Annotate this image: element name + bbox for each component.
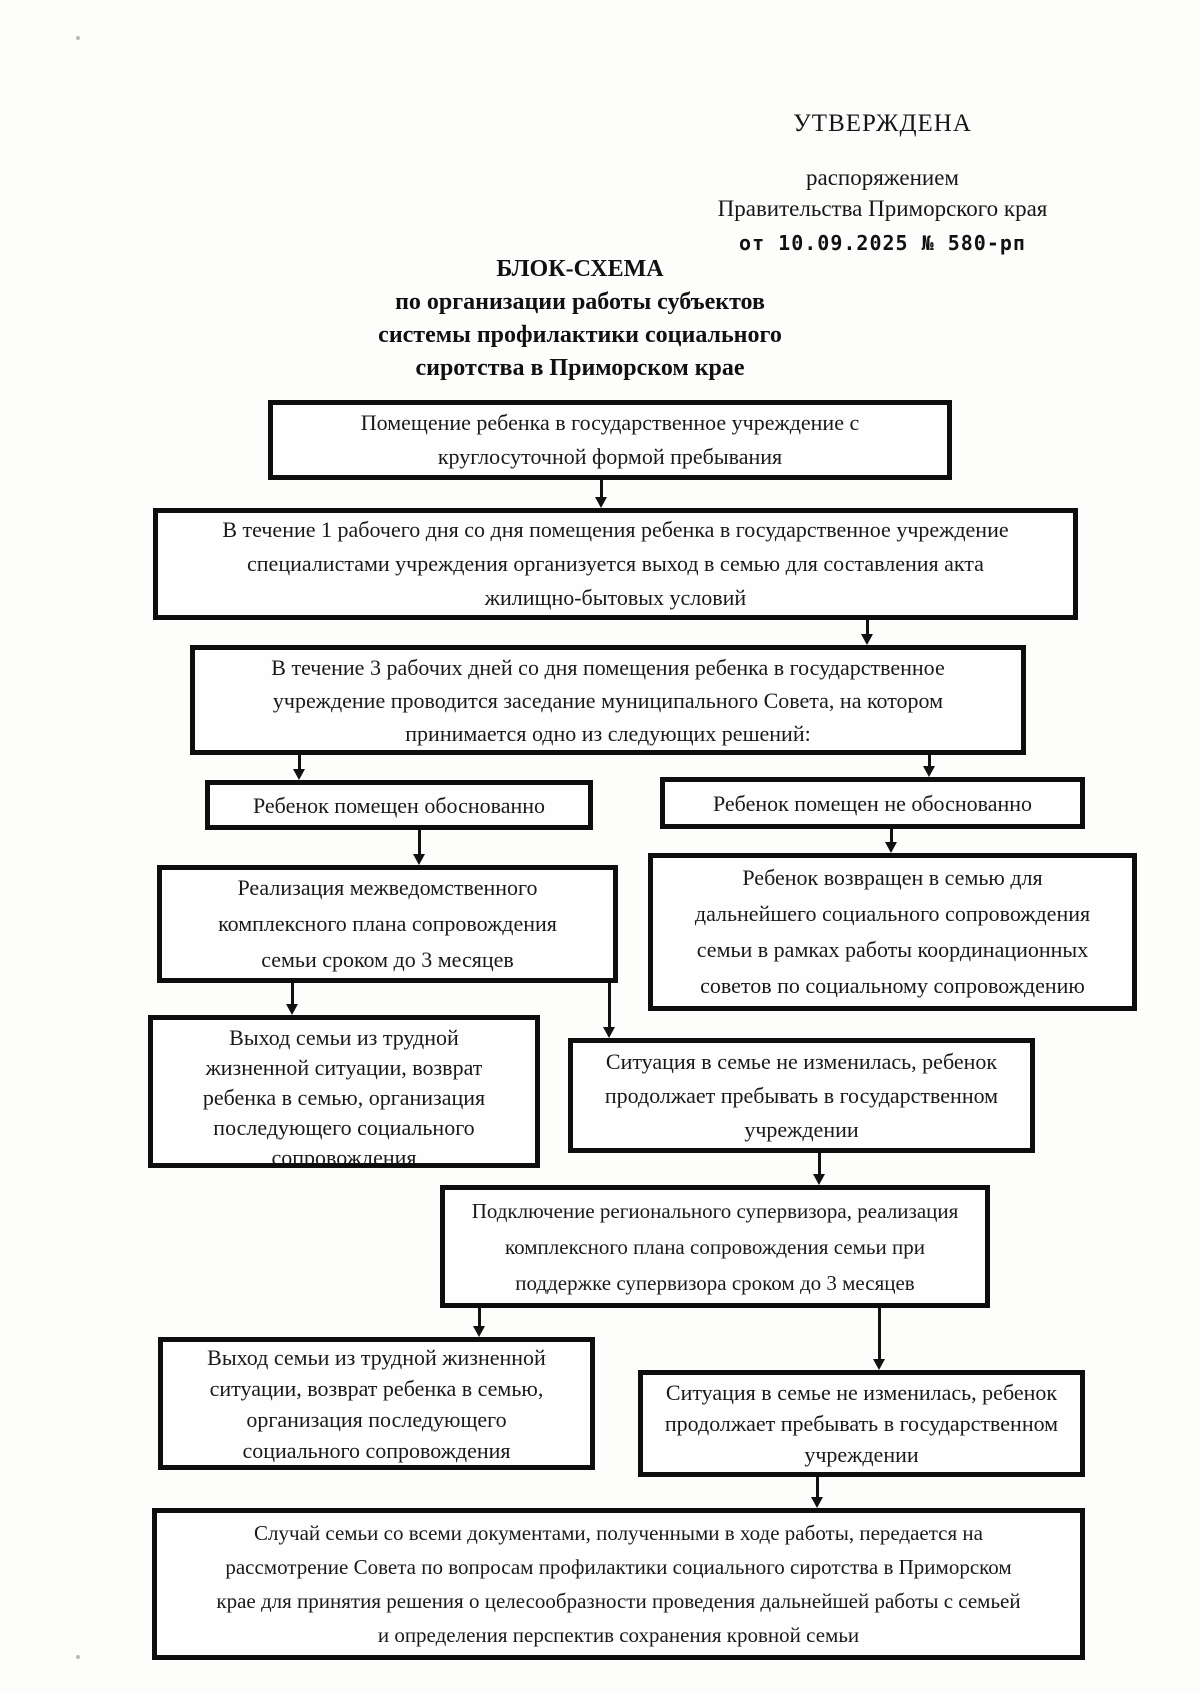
flow-box-text: Ребенок помещен не обоснованно xyxy=(712,790,1033,816)
flow-box-text: Реализация межведомственного комплексног… xyxy=(218,875,557,972)
arrow-interagency-plan-to-situation-unchanged xyxy=(603,983,615,1038)
arrow-municipal-council-to-placed-justified xyxy=(293,755,305,780)
flow-box-text: Помещение ребенка в государственное учре… xyxy=(360,410,860,469)
approval-block: УТВЕРЖДЕНА распоряжением Правительства П… xyxy=(675,110,1090,255)
arrow-situation-unchanged-after-supervisor-to-regional-council xyxy=(811,1477,823,1508)
document-title: БЛОК-СХЕМА по организации работы субъект… xyxy=(378,256,782,381)
flow-box-interagency-plan: Реализация межведомственного комплексног… xyxy=(157,865,618,983)
arrow-placed-unjustified-to-returned-to-family xyxy=(885,829,897,853)
flow-box-text: Подключение регионального супервизора, р… xyxy=(471,1198,959,1295)
arrow-interagency-plan-to-family-exit xyxy=(286,983,298,1015)
flow-box-regional-council: Случай семьи со всеми документами, получ… xyxy=(152,1508,1085,1660)
flow-box-returned-to-family: Ребенок возвращен в семью для дальнейшег… xyxy=(648,853,1137,1011)
flow-box-text: Ситуация в семье не изменилась, ребенок … xyxy=(664,1380,1059,1467)
flow-box-placed-justified: Ребенок помещен обоснованно xyxy=(205,780,593,830)
arrow-supervisor-plan-to-situation-unchanged-after-supervisor xyxy=(873,1308,885,1370)
flow-box-text: Ребенок возвращен в семью для дальнейшег… xyxy=(694,865,1091,998)
flow-box-text: Ситуация в семье не изменилась, ребенок … xyxy=(604,1048,999,1142)
arrow-supervisor-plan-to-family-exit-after-supervisor xyxy=(473,1308,485,1337)
flow-box-municipal-council: В течение 3 рабочих дней со дня помещени… xyxy=(190,645,1026,755)
arrow-placement-to-first-day-visit xyxy=(595,480,607,508)
approval-status: УТВЕРЖДЕНА xyxy=(793,110,972,137)
approval-order-number: от 10.09.2025 № 580-рп xyxy=(739,231,1026,255)
flow-box-text: Случай семьи со всеми документами, получ… xyxy=(216,1521,1021,1647)
arrow-municipal-council-to-placed-unjustified xyxy=(923,755,935,777)
arrow-first-day-visit-to-municipal-council xyxy=(861,620,873,645)
flow-box-placement: Помещение ребенка в государственное учре… xyxy=(268,400,952,480)
flow-box-situation-unchanged: Ситуация в семье не изменилась, ребенок … xyxy=(568,1038,1035,1153)
flow-box-family-exit: Выход семьи из трудной жизненной ситуаци… xyxy=(148,1015,540,1168)
flow-box-text: Выход семьи из трудной жизненной ситуаци… xyxy=(207,1344,546,1463)
flow-box-text: В течение 1 рабочего дня со дня помещени… xyxy=(222,517,1009,610)
approval-authority: распоряжением Правительства Приморского … xyxy=(717,165,1048,221)
scan-artifact-dot xyxy=(76,1655,80,1659)
flow-box-first-day-visit: В течение 1 рабочего дня со дня помещени… xyxy=(153,508,1078,620)
flow-box-placed-unjustified: Ребенок помещен не обоснованно xyxy=(660,777,1085,829)
flow-box-text: В течение 3 рабочих дней со дня помещени… xyxy=(271,654,945,746)
flow-box-text: Ребенок помещен обоснованно xyxy=(252,792,546,818)
flow-box-supervisor-plan: Подключение регионального супервизора, р… xyxy=(440,1185,990,1308)
scan-artifact-dot xyxy=(76,36,80,40)
flow-box-situation-unchanged-after-supervisor: Ситуация в семье не изменилась, ребенок … xyxy=(638,1370,1085,1477)
arrow-placed-justified-to-interagency-plan xyxy=(413,830,425,865)
flow-box-family-exit-after-supervisor: Выход семьи из трудной жизненной ситуаци… xyxy=(158,1337,595,1470)
arrow-situation-unchanged-to-supervisor-plan xyxy=(813,1153,825,1185)
flow-box-text: Выход семьи из трудной жизненной ситуаци… xyxy=(202,1025,486,1168)
